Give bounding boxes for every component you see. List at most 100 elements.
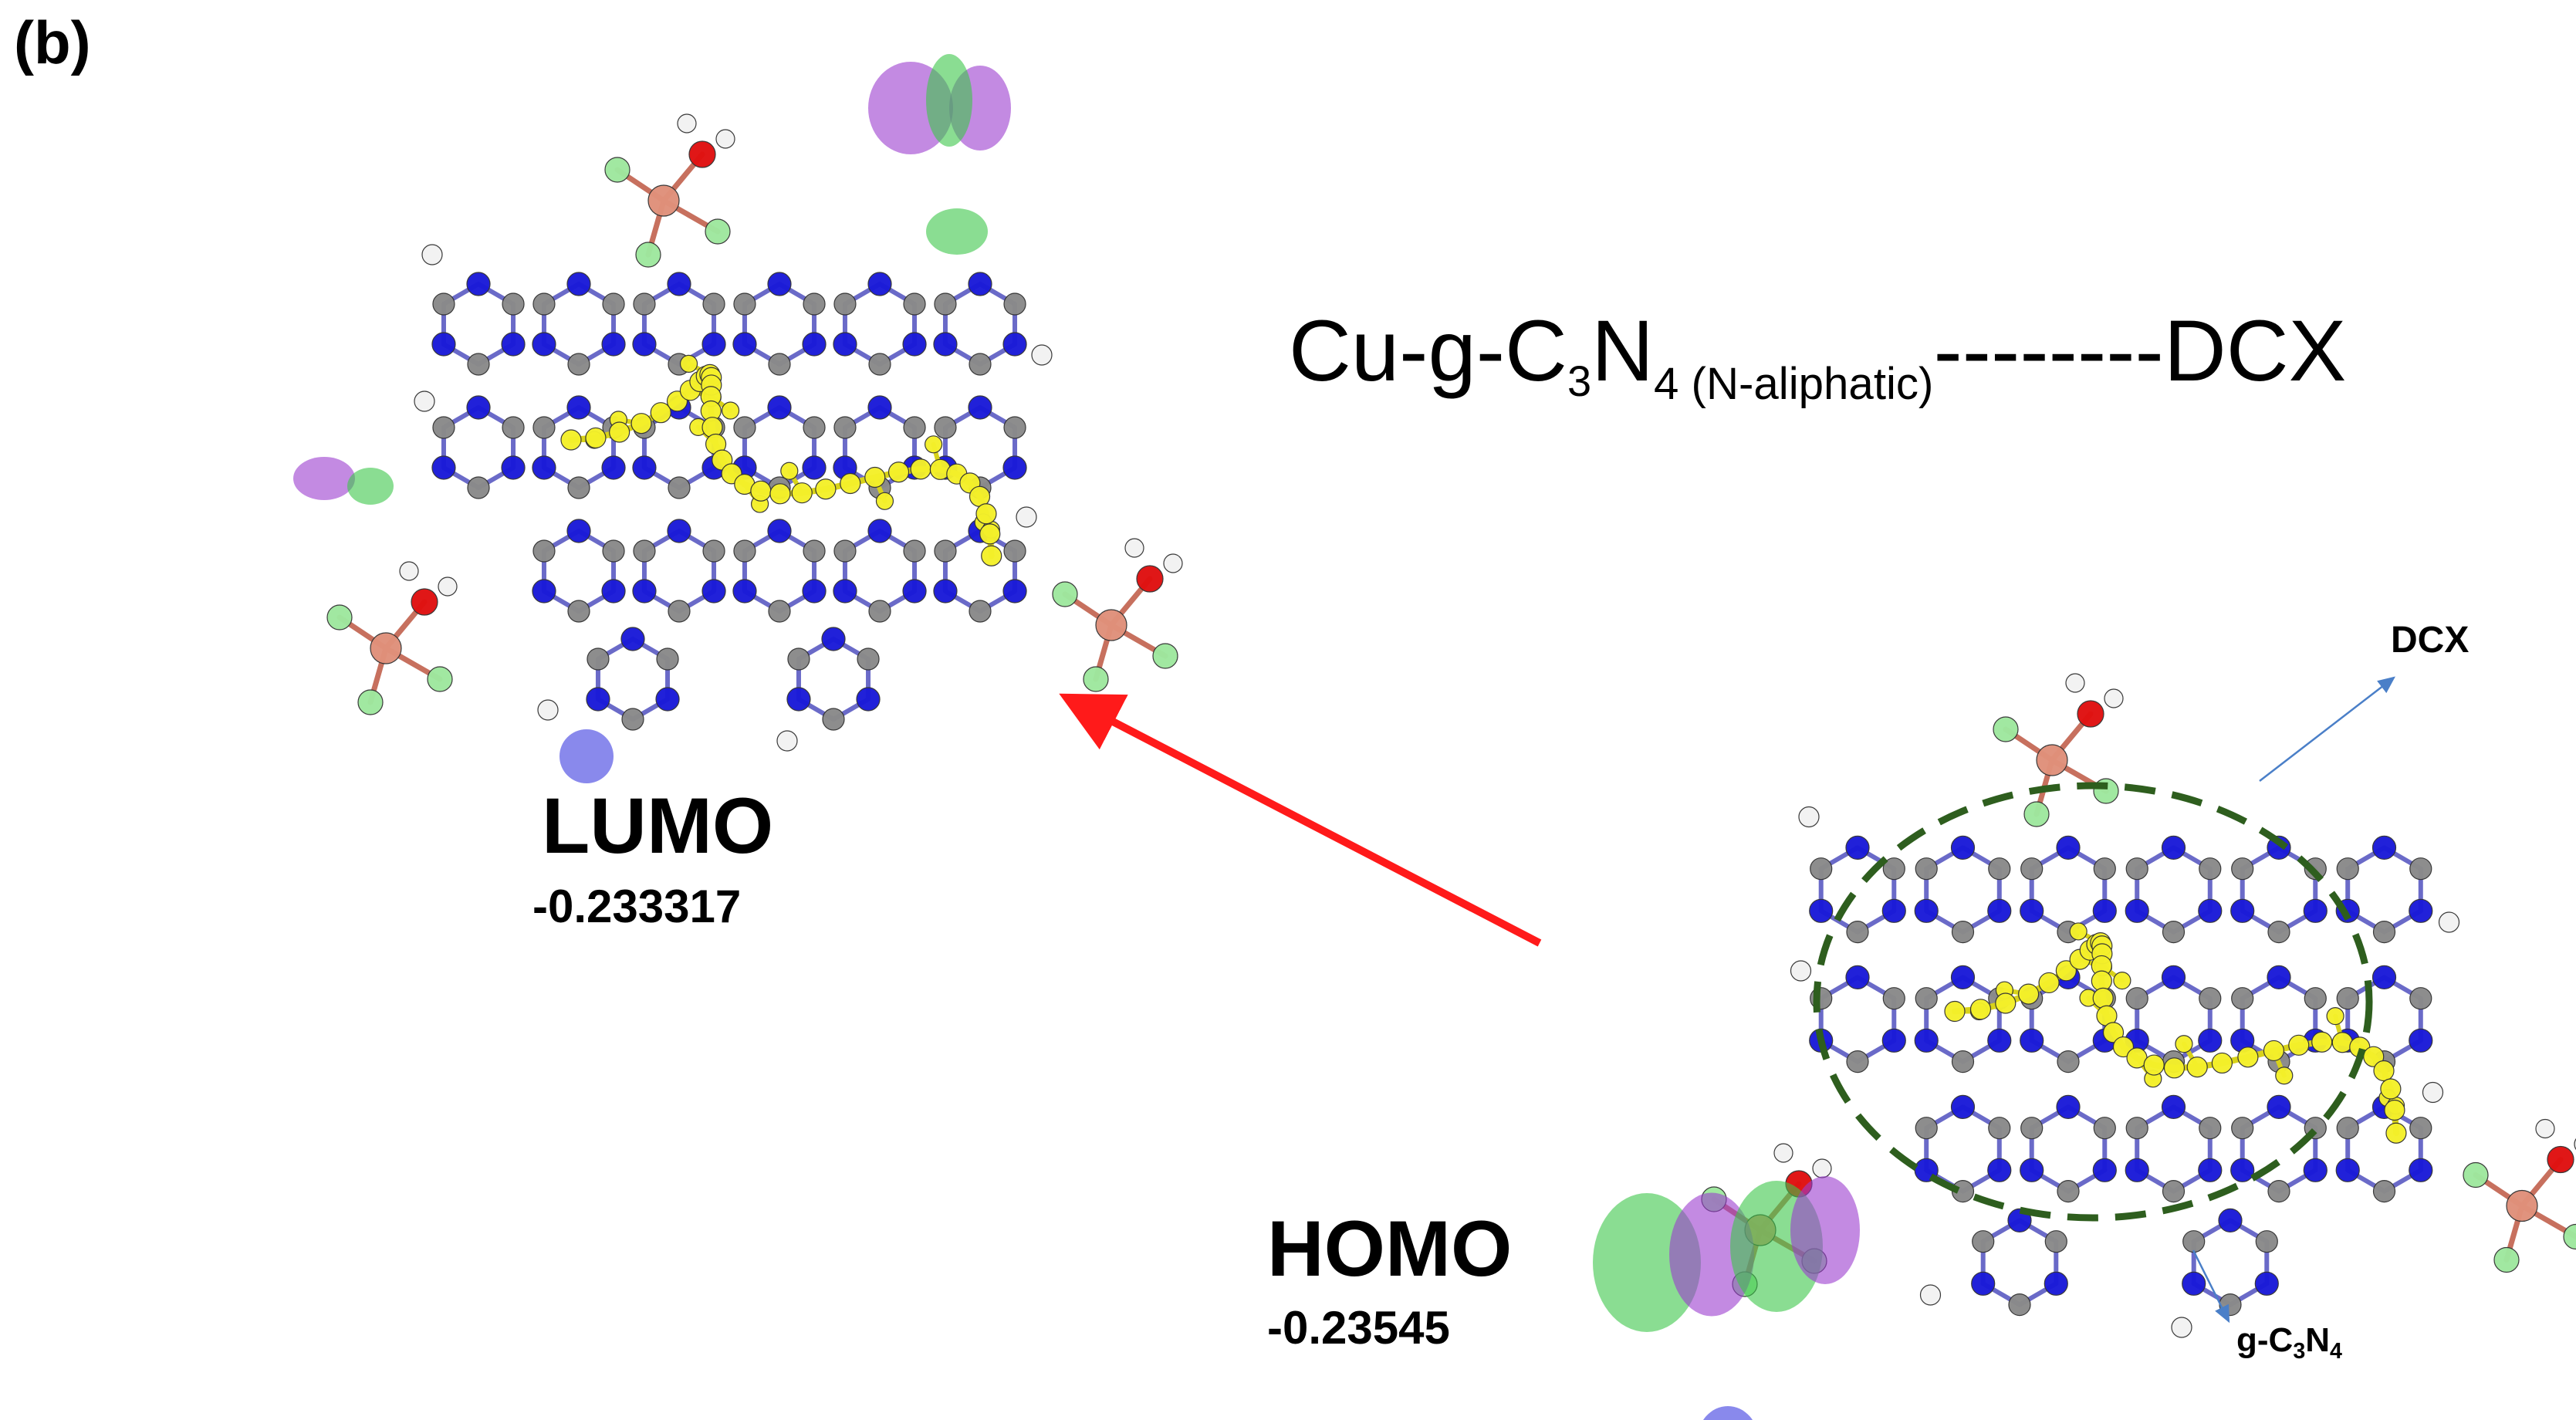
hydrogen-atom (1773, 1143, 1793, 1163)
lumo-orbital-lobe (293, 457, 355, 500)
copper-atom (2036, 744, 2068, 776)
drug-atom (1944, 1000, 1966, 1023)
drug-atom (630, 413, 652, 434)
carbon-atom (1988, 857, 2011, 881)
carbon-atom (2044, 1230, 2067, 1253)
fluorine-atom (427, 666, 453, 692)
carbon-atom (587, 647, 610, 671)
nitrogen-atom (1914, 1028, 1939, 1053)
nitrogen-atom (902, 332, 927, 357)
nitrogen-atom (1950, 965, 1976, 990)
hydrogen-atom (2422, 1081, 2444, 1104)
nitrogen-atom (2161, 965, 2186, 990)
nitrogen-atom (2198, 898, 2223, 923)
carbon-atom (2267, 1179, 2290, 1203)
nitrogen-atom (601, 579, 626, 604)
oxygen-atom (2547, 1145, 2574, 1174)
drug-atom (2092, 987, 2114, 1009)
carbon-atom (2057, 1050, 2080, 1073)
carbon-atom (833, 292, 857, 316)
carbon-atom (1882, 987, 1905, 1010)
nitrogen-atom (632, 455, 657, 480)
oxygen-atom (2077, 700, 2104, 728)
carbon-atom (2199, 987, 2222, 1010)
drug-atom (2038, 972, 2060, 994)
drug-atom (2018, 983, 2040, 1005)
carbon-atom (803, 292, 826, 316)
nitrogen-atom (2371, 835, 2397, 860)
carbon-atom (502, 292, 525, 316)
dcx-highlight-ellipse (1813, 782, 2373, 1222)
drug-atom (925, 435, 943, 454)
carbon-atom (1846, 920, 1869, 944)
carbon-atom (702, 539, 725, 563)
hydrogen-atom (1124, 538, 1144, 558)
gcn-annotation: g-C3N4 (2236, 1321, 2342, 1364)
carbon-atom (2409, 857, 2432, 881)
gcn-subscript-3: 3 (2293, 1338, 2306, 1364)
carbon-atom (2093, 1117, 2116, 1140)
lumo-label: LUMO (542, 782, 774, 870)
drug-atom (750, 480, 772, 502)
nitrogen-atom (2409, 898, 2433, 923)
drug-atom (1969, 999, 1992, 1020)
carbon-atom (432, 416, 455, 439)
nitrogen-atom (2409, 1158, 2433, 1182)
nitrogen-atom (466, 395, 491, 420)
fluorine-atom (635, 242, 661, 268)
nitrogen-atom (2254, 1271, 2279, 1296)
hydrogen-atom (438, 576, 458, 597)
carbon-atom (2409, 987, 2432, 1010)
nitrogen-atom (667, 272, 691, 296)
fluorine-atom (2493, 1246, 2520, 1273)
nitrogen-atom (2218, 1208, 2243, 1233)
drug-atom (585, 427, 607, 449)
drug-atom (2385, 1122, 2407, 1144)
carbon-atom (768, 353, 791, 376)
carbon-atom (1951, 1050, 1975, 1073)
fluorine-atom (357, 689, 384, 715)
carbon-atom (803, 539, 826, 563)
carbon-atom (934, 292, 957, 316)
carbon-atom (1951, 920, 1975, 944)
carbon-atom (1915, 987, 1938, 1010)
homo-label: HOMO (1267, 1205, 1513, 1293)
carbon-atom (903, 539, 926, 563)
nitrogen-atom (2125, 898, 2149, 923)
nitrogen-atom (532, 579, 556, 604)
lumo-molecule-model (293, 54, 1183, 783)
nitrogen-atom (501, 455, 526, 480)
drug-atom (650, 402, 671, 424)
nitrogen-atom (2198, 1028, 2223, 1053)
drug-atom (979, 523, 1001, 545)
lumo-orbital-lobe (926, 208, 988, 255)
carbon-atom (1003, 416, 1026, 439)
carbon-atom (633, 292, 656, 316)
nitrogen-atom (2303, 1158, 2328, 1182)
carbon-atom (1846, 1050, 1869, 1073)
nitrogen-atom (767, 272, 792, 296)
nitrogen-atom (601, 455, 626, 480)
lumo-energy-value: -0.233317 (532, 881, 742, 932)
drug-atom (2143, 1054, 2165, 1076)
drug-atom (780, 462, 799, 480)
nitrogen-atom (566, 519, 591, 543)
carbon-atom (2336, 857, 2359, 881)
carbon-atom (2020, 1117, 2044, 1140)
hydrogen-atom (2535, 1118, 2555, 1139)
nitrogen-atom (2044, 1271, 2068, 1296)
carbon-atom (857, 647, 880, 671)
lumo-orbital-lobe (347, 468, 394, 505)
nitrogen-atom (1881, 898, 1906, 923)
carbon-atom (467, 476, 490, 499)
hydrogen-atom (677, 113, 697, 134)
nitrogen-atom (501, 332, 526, 357)
drug-atom (2326, 1007, 2344, 1026)
nitrogen-atom (1914, 898, 1939, 923)
hydrogen-atom (2171, 1317, 2192, 1338)
drug-atom (2175, 1035, 2193, 1053)
nitrogen-atom (632, 332, 657, 357)
carbon-atom (969, 353, 992, 376)
nitrogen-atom (1845, 965, 1870, 990)
nitrogen-atom (933, 579, 958, 604)
